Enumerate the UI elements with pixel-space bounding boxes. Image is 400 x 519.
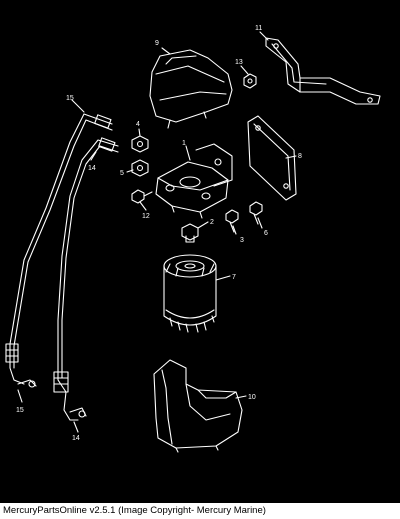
label-8: 8 (298, 153, 302, 160)
leader-2 (197, 221, 209, 229)
fuel-filter-part (163, 254, 217, 333)
fuel-filter-base-part (155, 143, 233, 219)
leader-14a (90, 151, 97, 161)
parts-diagram: 9 11 13 15 4 1 8 14 5 12 2 6 3 7 10 15 1… (5, 25, 381, 453)
copyright-caption: MercuryPartsOnline v2.5.1 (Image Copyrig… (0, 503, 400, 519)
label-14-top: 14 (88, 165, 96, 172)
label-2: 2 (210, 219, 214, 226)
label-14-bottom: 14 (72, 435, 80, 442)
leader-11 (259, 31, 269, 41)
fuel-line-14-part (53, 137, 119, 421)
label-13: 13 (235, 59, 243, 66)
label-3: 3 (240, 237, 244, 244)
gasket-plate-part (247, 115, 297, 201)
leader-10 (235, 395, 247, 399)
label-15-top: 15 (66, 95, 74, 102)
label-10: 10 (248, 394, 256, 401)
label-4: 4 (136, 121, 140, 128)
leader-15a (71, 99, 85, 113)
leader-14b (73, 421, 79, 433)
label-9: 9 (155, 40, 159, 47)
screw-12-part (131, 189, 153, 204)
exploded-view-svg: 9 11 13 15 4 1 8 14 5 12 2 6 3 7 10 15 1… (5, 25, 381, 453)
screw-3-part (225, 209, 239, 233)
leader-5 (126, 169, 134, 173)
leader-15b (17, 389, 23, 403)
label-5: 5 (120, 170, 124, 177)
label-11: 11 (255, 25, 262, 32)
leader-8 (285, 155, 297, 159)
leader-6 (257, 217, 263, 229)
leader-1 (185, 145, 191, 161)
leader-13 (240, 65, 249, 75)
label-12: 12 (142, 213, 150, 220)
leader-7 (215, 275, 231, 281)
leader-3 (232, 225, 237, 235)
leader-4 (138, 128, 141, 137)
screw-6-part (249, 201, 263, 225)
mounting-bracket-part (265, 37, 381, 105)
cover-part (149, 49, 233, 129)
label-15-bottom: 15 (16, 407, 24, 414)
filter-shield-part (153, 359, 243, 453)
drain-plug-part (181, 223, 199, 243)
label-1: 1 (182, 140, 186, 147)
fuel-line-15-part (5, 113, 113, 388)
fitting-5-part (131, 159, 149, 177)
nut-part (243, 73, 257, 89)
leader-9 (161, 47, 171, 55)
label-6: 6 (264, 230, 268, 237)
label-7: 7 (232, 274, 236, 281)
leader-12 (139, 201, 147, 211)
fitting-4-part (131, 135, 149, 153)
